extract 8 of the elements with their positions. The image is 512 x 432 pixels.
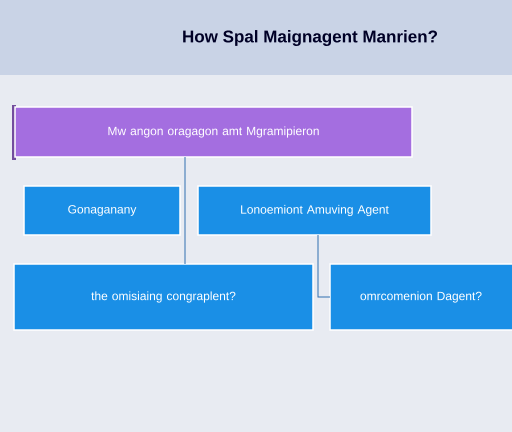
process-box: Lonoemiont Amuving Agent (197, 185, 432, 236)
title: How Spal Maignagent Manrien? (183, 30, 437, 46)
process-box: the omisiaing congraplent? (13, 263, 314, 331)
process-box: omrcomenion Dagent? (329, 263, 512, 331)
process-box: Gonaganany (23, 185, 181, 236)
header-box: Mw angon oragagon amt Mgramipieron (12, 105, 413, 160)
connector-line (318, 234, 330, 298)
connector-line (184, 156, 186, 264)
